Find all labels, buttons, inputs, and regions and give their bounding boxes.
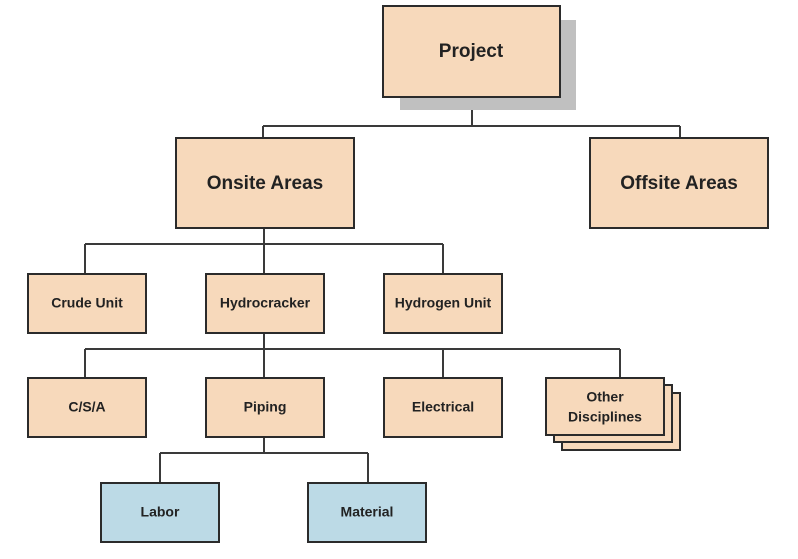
node-label: Labor [141,504,180,520]
node-onsite-areas[interactable]: Onsite Areas [175,137,355,229]
node-electrical[interactable]: Electrical [383,377,503,438]
node-label: Onsite Areas [207,173,324,194]
node-crude-unit[interactable]: Crude Unit [27,273,147,334]
node-offsite-areas[interactable]: Offsite Areas [589,137,769,229]
node-label: Piping [244,399,287,415]
node-project[interactable]: Project [382,5,576,110]
node-label: Hydrocracker [220,295,311,311]
node-label: Other [586,389,624,405]
connectors [84,97,681,483]
node-hydrogen-unit[interactable]: Hydrogen Unit [383,273,503,334]
node-other-disciplines[interactable]: Other Disciplines [545,377,681,451]
node-label: Electrical [412,399,474,415]
node-label: Crude Unit [51,295,123,311]
node-label: Hydrogen Unit [395,295,492,311]
node-labor[interactable]: Labor [100,482,220,543]
node-label: Offsite Areas [620,173,738,194]
node-piping[interactable]: Piping [205,377,325,438]
node-material[interactable]: Material [307,482,427,543]
node-label: C/S/A [68,399,105,415]
node-csa[interactable]: C/S/A [27,377,147,438]
node-label: Project [439,41,504,62]
node-label: Disciplines [568,409,642,425]
node-label: Material [341,504,394,520]
node-hydrocracker[interactable]: Hydrocracker [205,273,325,334]
